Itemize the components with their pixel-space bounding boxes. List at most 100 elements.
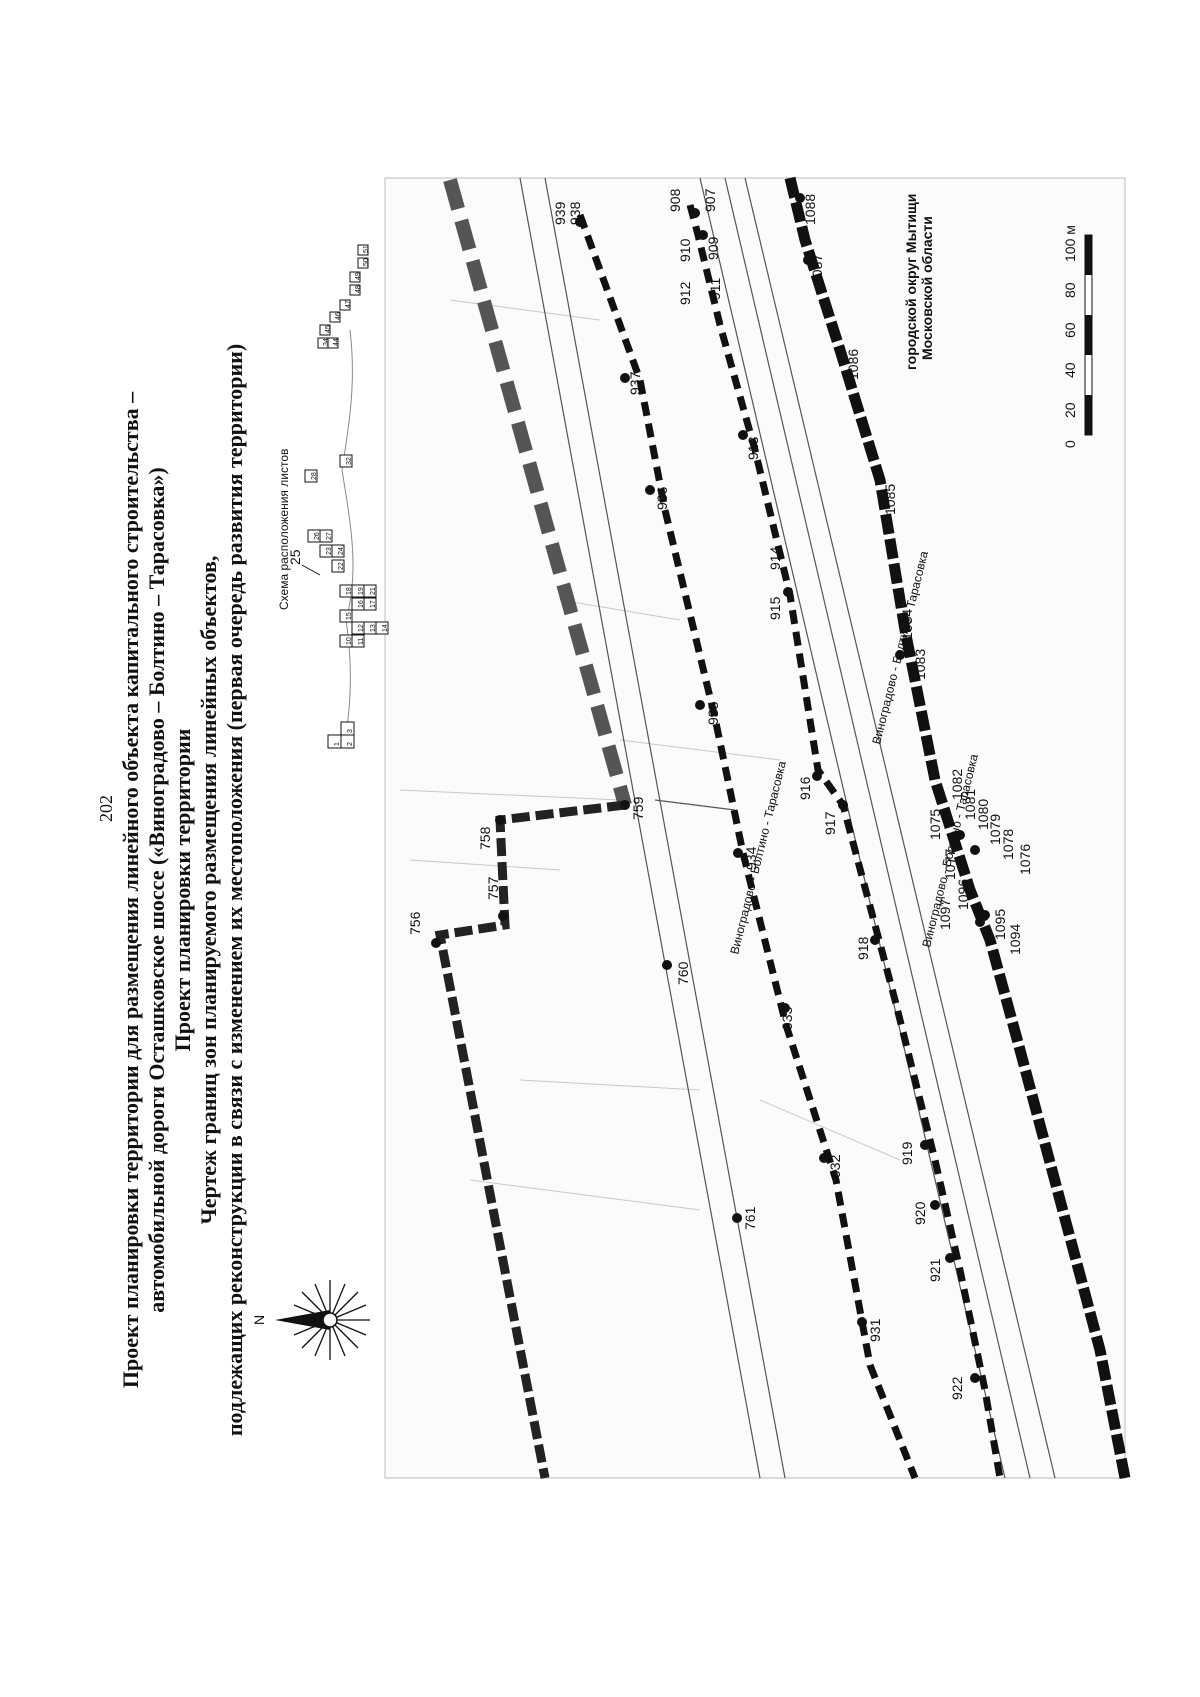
label-1083: 1083	[912, 649, 928, 680]
label-1077: 1077	[942, 849, 958, 880]
label-933: 933	[779, 1006, 795, 1030]
inset-sheet-34: 34	[323, 338, 330, 346]
scale-tick-100: 100 м	[1062, 225, 1078, 262]
inset-sheet-18: 18	[346, 587, 353, 595]
admin-label: городской округ Мытищи Московской област…	[903, 194, 935, 370]
label-756: 756	[407, 911, 423, 935]
scale-tick-0: 0	[1062, 440, 1078, 448]
inset-sheet-1: 1	[334, 742, 341, 746]
label-1088: 1088	[802, 194, 818, 225]
label-936: 936	[654, 486, 670, 510]
label-922: 922	[949, 1376, 965, 1400]
scale-bar: 0 20 40 60 80 100 м	[1062, 225, 1093, 448]
inset-sheet-13: 13	[370, 624, 377, 632]
inset-sheet-14: 14	[382, 624, 389, 632]
label-1096: 1096	[955, 879, 971, 910]
label-761: 761	[742, 1206, 758, 1230]
point-934	[733, 848, 743, 858]
inset-sheet-47: 47	[345, 300, 352, 308]
label-760: 760	[675, 961, 691, 985]
north-label: N	[251, 1315, 267, 1325]
label-1094: 1094	[1007, 924, 1023, 955]
point-1088	[795, 193, 805, 203]
point-759	[620, 800, 630, 810]
label-757: 757	[485, 876, 501, 900]
inset-sheet-21: 21	[370, 587, 377, 595]
point-939	[575, 217, 585, 227]
point-758	[495, 815, 505, 825]
point-1095	[975, 917, 985, 927]
inset-sheet-2: 2	[347, 742, 354, 746]
label-759: 759	[630, 796, 646, 820]
label-1085: 1085	[882, 484, 898, 515]
label-919: 919	[899, 1141, 915, 1165]
scale-tick-60: 60	[1062, 322, 1078, 338]
label-1079: 1079	[987, 814, 1003, 845]
inset-title: Схема расположения листов	[277, 449, 291, 610]
inset-sheet-44: 44	[333, 338, 340, 346]
inset-sheet-24: 24	[338, 547, 345, 555]
inset-sheet-50: 50	[363, 258, 370, 266]
point-1083	[895, 650, 905, 660]
point-760	[662, 960, 672, 970]
scale-tick-80: 80	[1062, 282, 1078, 298]
label-931: 931	[867, 1318, 883, 1342]
label-1087: 1087	[809, 254, 825, 285]
zone-line-c	[686, 204, 1004, 1479]
inset-sheet-51: 51	[363, 245, 370, 253]
inset-sheet-46: 46	[335, 312, 342, 320]
point-1096	[980, 910, 990, 920]
point-756	[431, 938, 441, 948]
point-937	[620, 373, 630, 383]
label-1086: 1086	[845, 349, 861, 380]
label-1081: 1081	[962, 789, 978, 820]
point-1081	[955, 830, 965, 840]
inset-sheet-32: 32	[346, 457, 353, 465]
zone-line-b	[576, 213, 919, 1480]
terrain-lines	[399, 299, 901, 1211]
point-935	[695, 700, 705, 710]
inset-sheet-12: 12	[358, 624, 365, 632]
point-921	[945, 1253, 955, 1263]
inset-sheet-23: 23	[326, 547, 333, 555]
point-920	[930, 1200, 940, 1210]
point-916	[812, 771, 822, 781]
inset-sheet-3: 3	[347, 729, 354, 733]
point-918	[870, 935, 880, 945]
point-933	[780, 1003, 790, 1013]
label-1097: 1097	[937, 899, 953, 930]
label-938: 938	[567, 201, 583, 225]
inset-sheet-16: 16	[358, 600, 365, 608]
point-931	[857, 1317, 867, 1327]
label-915: 915	[767, 596, 783, 620]
scale-tick-40: 40	[1062, 362, 1078, 378]
zone-line-a	[434, 178, 632, 1479]
label-911: 911	[707, 277, 723, 300]
label-1084: 1084	[899, 609, 915, 640]
label-934: 934	[743, 846, 759, 870]
point-910	[698, 230, 708, 240]
label-1075: 1075	[927, 809, 943, 840]
point-1079	[970, 845, 980, 855]
label-914: 914	[767, 546, 783, 570]
label-932: 932	[827, 1154, 843, 1178]
label-1078: 1078	[1000, 829, 1016, 860]
label-917: 917	[822, 811, 838, 835]
inset-sheet-28: 28	[311, 472, 318, 480]
point-936	[645, 485, 655, 495]
label-908: 908	[667, 188, 683, 212]
label-1095: 1095	[992, 909, 1008, 940]
scale-tick-20: 20	[1062, 402, 1078, 418]
label-910: 910	[677, 238, 693, 262]
label-1080: 1080	[975, 799, 991, 830]
inset-sheet-17: 17	[370, 600, 377, 608]
point-1087	[803, 255, 813, 265]
inset-sheet-22: 22	[338, 562, 345, 570]
inset-sheet-10: 10	[346, 637, 353, 645]
point-932	[819, 1153, 829, 1163]
point-919	[920, 1140, 930, 1150]
label-1076: 1076	[1017, 844, 1033, 875]
point-913	[738, 430, 748, 440]
point-labels: 756 757 758 759 760 761 939 938 937 936 …	[407, 188, 1033, 1400]
